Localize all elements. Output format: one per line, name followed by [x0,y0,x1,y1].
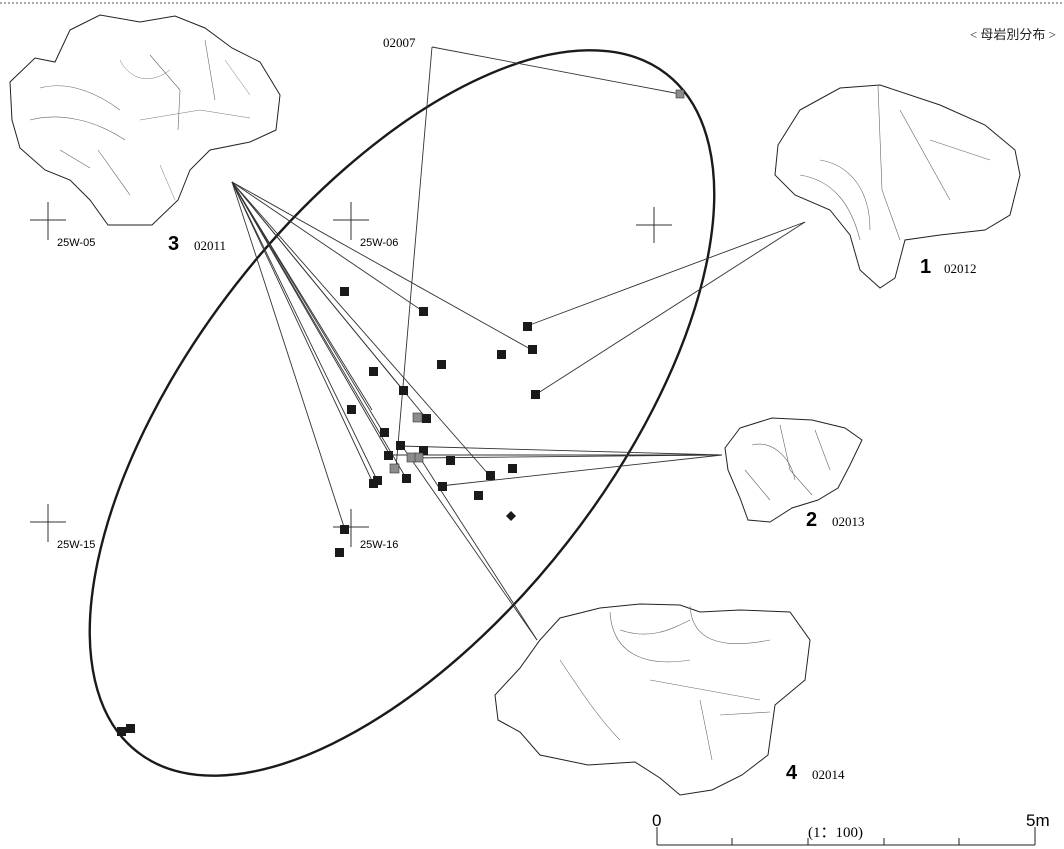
artifact-3-number: 3 [168,233,179,255]
grid-crosses [30,202,672,547]
point [406,452,417,463]
point [396,441,405,450]
point [414,452,424,463]
artifact-3-code: 02011 [194,238,226,253]
artifact-1-number: 1 [920,256,931,278]
black-points [117,287,540,736]
point [486,471,495,480]
point [402,474,411,483]
point [347,405,356,414]
gray-points [389,89,685,474]
grid-label-25w15: 25W-15 [57,539,95,551]
refit-lines-2 [388,445,723,487]
grid-cross-25w15 [30,504,66,542]
page-title: < 母岩別分布 > [969,27,1056,42]
grid-label-25w06: 25W-06 [360,237,398,249]
point [437,360,446,369]
point [126,724,135,733]
callout-lines [395,46,681,469]
refit-lines-3 [231,181,533,531]
grid-cross-25w16 [333,509,369,547]
point [340,525,349,534]
artifact-1-code: 02012 [944,261,977,276]
point [531,390,540,399]
artifact-2-drawing [724,417,863,523]
point [369,479,378,488]
point [389,463,400,474]
point [497,350,506,359]
point [380,428,389,437]
artifact-4-number: 4 [786,762,798,784]
grid-label-25w05: 25W-05 [57,237,95,249]
point [419,307,428,316]
distribution-ellipse [88,49,716,777]
point [419,446,428,455]
point [422,414,431,423]
scale-start-label: 0 [652,811,661,830]
grid-cross-25w05 [30,202,66,240]
point [508,464,517,473]
grid-cross-25w06 [333,202,369,240]
artifact-1-drawing [774,84,1021,289]
scale-bar [656,827,1036,846]
point [335,548,344,557]
point [438,482,447,491]
artifact-3-drawing [9,14,281,226]
grid-cross-ne [636,207,672,243]
artifact-4-drawing [494,603,811,796]
point [446,456,455,465]
diamond-point [506,511,516,521]
refit-lines-1 [526,221,806,396]
scale-end-label: 5m [1026,811,1050,830]
point [523,322,532,331]
scale-ratio-label: (1：100) [808,825,863,841]
point [412,412,423,423]
point [340,287,349,296]
callout-label: 02007 [383,35,416,50]
grid-label-25w16: 25W-16 [360,539,398,551]
point [384,451,393,460]
artifact-2-code: 02013 [832,514,865,529]
artifact-2-number: 2 [806,509,817,531]
point [528,345,537,354]
point [474,491,483,500]
artifact-4-code: 02014 [812,767,845,782]
point [117,727,126,736]
refit-lines-4 [401,445,538,641]
point [399,386,408,395]
point [675,89,685,99]
point [369,367,378,376]
